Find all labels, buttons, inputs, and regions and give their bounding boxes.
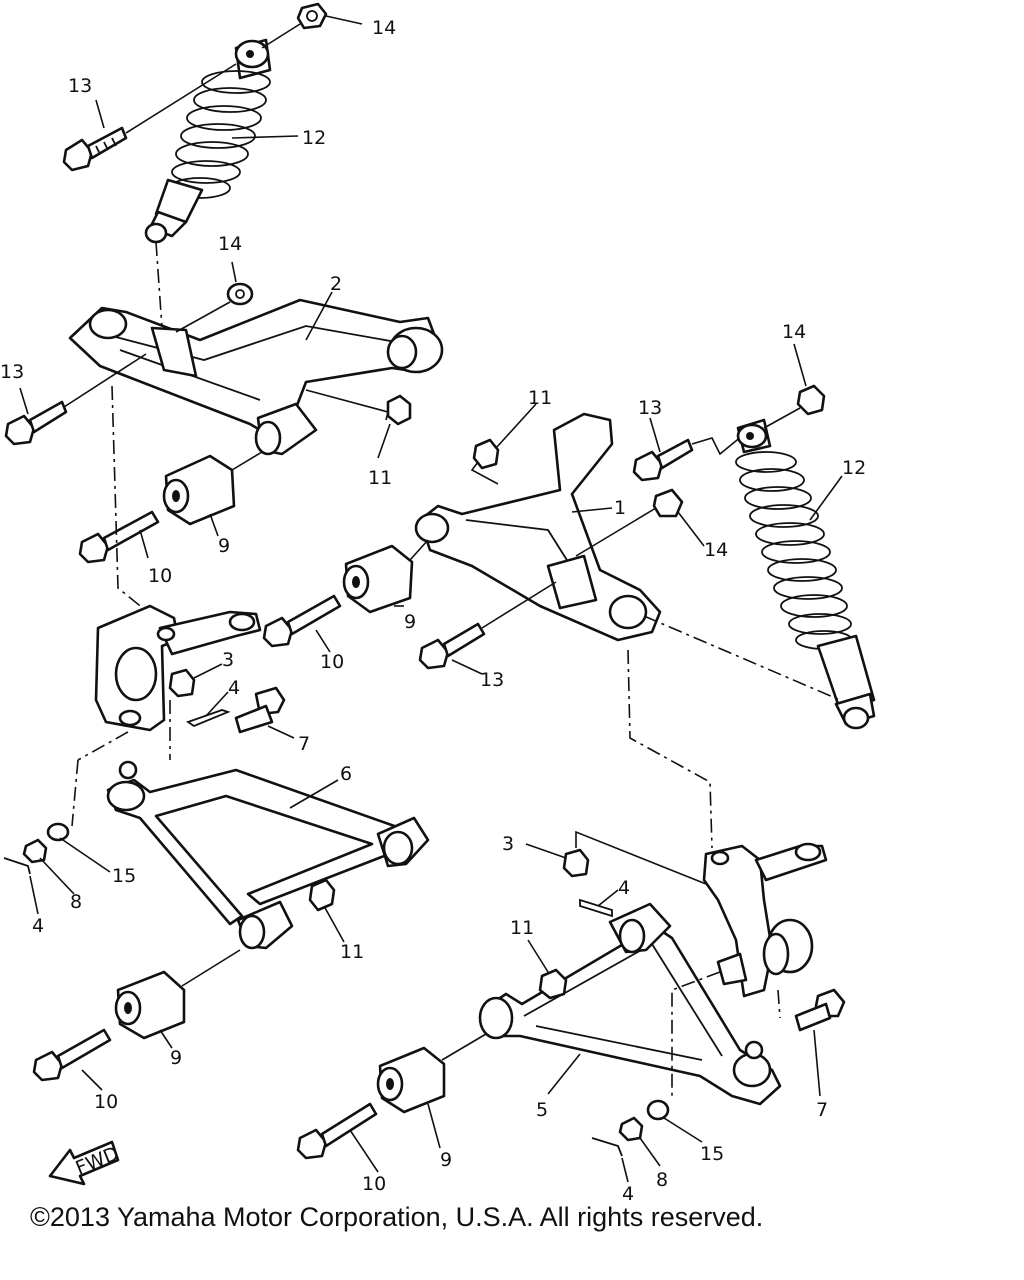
callout-12-left: 12 <box>302 127 326 149</box>
nut-8-left <box>22 838 48 864</box>
callout-14-upper-right: 14 <box>704 539 728 561</box>
callout-10-upper-left: 10 <box>148 565 172 587</box>
bolt-10-lower-left <box>32 1028 112 1082</box>
bushing-9-upper-right <box>342 544 414 614</box>
callout-14-upper-left: 14 <box>218 233 242 255</box>
callout-12-right: 12 <box>842 457 866 479</box>
nut-14-upper-left <box>226 282 254 306</box>
bolt-13-top <box>62 126 128 172</box>
callout-9-upper-left: 9 <box>218 535 230 557</box>
nut-3-left <box>168 668 196 698</box>
washer-15-right <box>646 1099 670 1121</box>
callout-11-lower-right: 11 <box>510 917 534 939</box>
bolt-10-upper-left <box>78 510 160 564</box>
bushing-9-lower-right <box>376 1046 446 1114</box>
callout-10-lower-left: 10 <box>94 1091 118 1113</box>
callout-13-top: 13 <box>68 75 92 97</box>
callout-4-lower-right: 4 <box>622 1183 634 1205</box>
right-shock-absorber <box>735 418 876 730</box>
callout-13-shock-right: 13 <box>638 397 662 419</box>
nut-11-upper-right <box>472 438 500 470</box>
nut-14-right-shock <box>796 384 826 416</box>
callout-13-upper-right: 13 <box>480 669 504 691</box>
callout-6: 6 <box>340 763 352 785</box>
bolt-7-left <box>234 686 286 734</box>
fwd-arrow: FWD <box>48 1140 122 1186</box>
bolt-10-lower-right <box>296 1102 378 1160</box>
callout-11-upper-right: 11 <box>528 387 552 409</box>
callout-14-top: 14 <box>372 17 396 39</box>
bolt-7-right <box>794 988 846 1032</box>
lower-right-a-arm <box>478 902 782 1106</box>
bolt-10-upper-right <box>262 594 342 648</box>
callout-14-right-shock: 14 <box>782 321 806 343</box>
nut-14-upper-right <box>652 488 684 518</box>
callout-11-upper-left: 11 <box>368 467 392 489</box>
bolt-13-upper-right <box>418 622 486 670</box>
bushing-9-upper-left <box>162 454 236 526</box>
callout-10-upper-right: 10 <box>320 651 344 673</box>
washer-15-left <box>46 822 70 842</box>
nut-11-lower-right <box>538 968 568 1000</box>
callout-9-upper-right: 9 <box>404 611 416 633</box>
nut-14-top <box>296 2 328 30</box>
callout-2: 2 <box>330 273 342 295</box>
callout-10-lower-right: 10 <box>362 1173 386 1195</box>
callout-4-lower-left: 4 <box>32 915 44 937</box>
callout-8-right: 8 <box>656 1169 668 1191</box>
bolt-13-shock-right <box>632 438 694 482</box>
nut-8-right <box>618 1116 644 1142</box>
lower-left-a-arm <box>106 760 430 950</box>
nut-3-right <box>562 848 590 878</box>
callout-9-lower-left: 9 <box>170 1047 182 1069</box>
callout-8-left: 8 <box>70 891 82 913</box>
callout-15-left: 15 <box>112 865 136 887</box>
callout-13-upper-left: 13 <box>0 361 24 383</box>
callout-9-lower-right: 9 <box>440 1149 452 1171</box>
left-shock-absorber <box>144 38 272 244</box>
callout-7-right: 7 <box>816 1099 828 1121</box>
callout-15-right: 15 <box>700 1143 724 1165</box>
nut-11-upper-left <box>386 394 412 426</box>
copyright-notice: ©2013 Yamaha Motor Corporation, U.S.A. A… <box>30 1202 764 1232</box>
callout-1: 1 <box>614 497 626 519</box>
left-steering-knuckle <box>94 604 262 732</box>
callout-11-lower-left: 11 <box>340 941 364 963</box>
callout-4-right: 4 <box>618 877 630 899</box>
bushing-9-lower-left <box>114 970 186 1040</box>
nut-11-lower-left <box>308 878 336 912</box>
bolt-13-upper-left <box>4 400 68 446</box>
right-steering-knuckle <box>702 842 828 998</box>
callout-5: 5 <box>536 1099 548 1121</box>
callout-4-left: 4 <box>228 677 240 699</box>
callout-7-left: 7 <box>298 733 310 755</box>
callout-3-right: 3 <box>502 833 514 855</box>
upper-left-a-arm <box>68 298 444 456</box>
callout-3-left: 3 <box>222 649 234 671</box>
